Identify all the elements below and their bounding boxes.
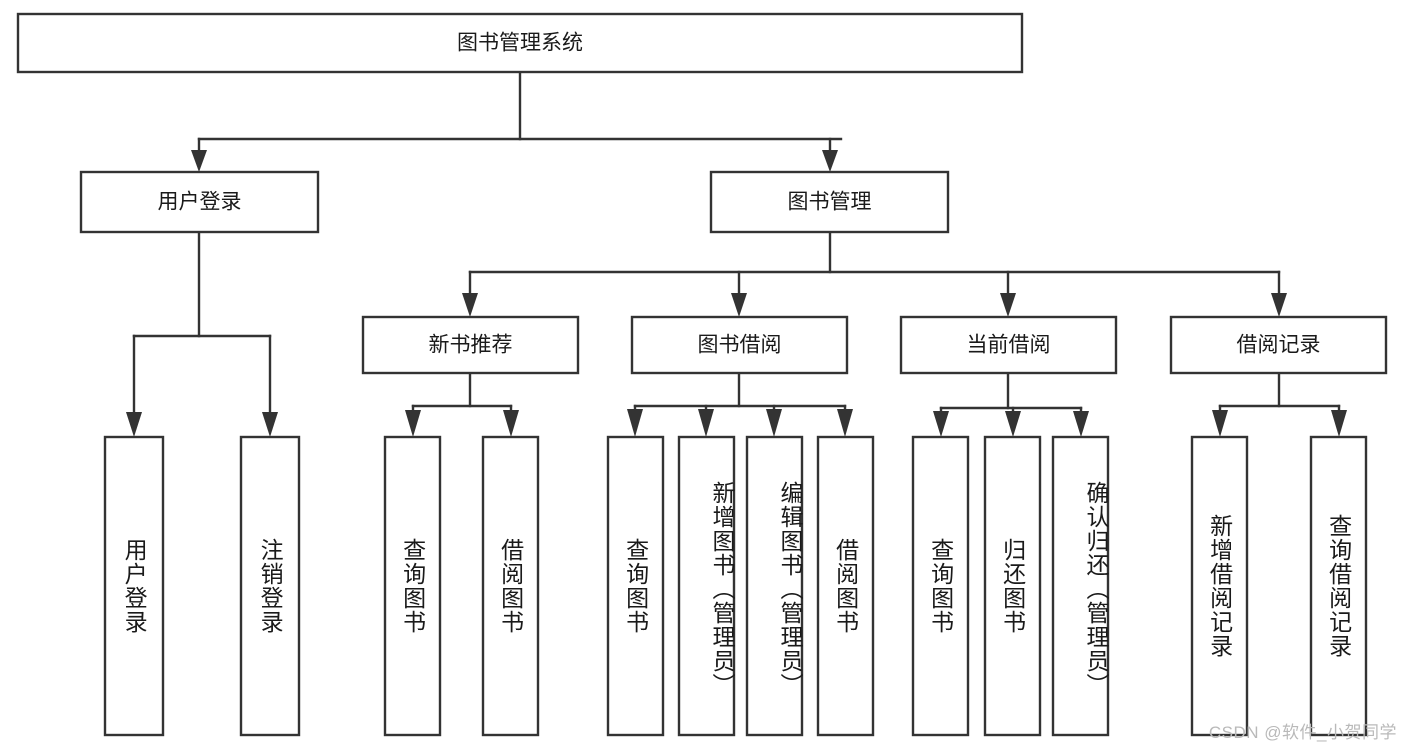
connector-group-book-borrow (627, 371, 853, 437)
node-new-book-recommend-label: 新书推荐 (429, 334, 513, 357)
leaf-boxes-group (103, 435, 1368, 737)
node-borrow-record[interactable]: 借阅记录 (1169, 315, 1388, 375)
leaf-query-book-rec-rect[interactable] (383, 435, 442, 737)
arrowhead-leaf-query-book-rec (405, 410, 421, 437)
arrowhead-book-borrow (731, 293, 747, 317)
node-new-book-recommend[interactable]: 新书推荐 (361, 315, 580, 375)
leaf-user-logout-rect[interactable] (239, 435, 301, 737)
arrowhead-current-borrow (1000, 293, 1016, 317)
arrowhead-leaf-borrow-book (837, 409, 853, 437)
leaf-confirm-return-rect[interactable] (1051, 435, 1110, 737)
arrowhead-user-login (191, 150, 207, 172)
node-borrow-record-label: 借阅记录 (1237, 334, 1321, 357)
arrowhead-leaf-add-borrow-record (1212, 410, 1228, 437)
node-user-login-label: 用户登录 (158, 191, 242, 214)
arrowhead-book-manage (822, 150, 838, 172)
arrowhead-leaf-query-book-borrow (627, 409, 643, 437)
connector-group-borrow-record (1212, 371, 1347, 437)
leaf-query-book-current-rect[interactable] (911, 435, 970, 737)
leaf-edit-book-rect[interactable] (745, 435, 804, 737)
node-current-borrow-rect[interactable] (899, 315, 1118, 375)
leaf-return-book-rect[interactable] (983, 435, 1042, 737)
node-book-manage-rect[interactable] (709, 170, 950, 234)
arrowhead-leaf-user-login (126, 412, 142, 437)
node-current-borrow-label: 当前借阅 (967, 334, 1051, 357)
node-root-rect[interactable] (16, 12, 1024, 74)
node-user-login[interactable]: 用户登录 (79, 170, 320, 234)
csdn-watermark: CSDN @软件_小贺同学 (1208, 723, 1397, 742)
connector-group-book-manage (462, 230, 1287, 317)
arrowhead-leaf-query-book-current (933, 411, 949, 437)
arrowhead-new-book-recommend (462, 293, 478, 317)
node-book-manage[interactable]: 图书管理 (709, 170, 950, 234)
leaf-add-borrow-record-rect[interactable] (1190, 435, 1249, 737)
node-user-login-rect[interactable] (79, 170, 320, 234)
node-book-borrow[interactable]: 图书借阅 (630, 315, 849, 375)
arrowhead-leaf-borrow-book-rec (503, 410, 519, 437)
arrowhead-borrow-record (1271, 293, 1287, 317)
leaf-user-login-rect[interactable] (103, 435, 165, 737)
connector-group-root (191, 70, 843, 172)
arrowhead-leaf-user-logout (262, 412, 278, 437)
node-book-manage-label: 图书管理 (788, 191, 872, 214)
node-current-borrow[interactable]: 当前借阅 (899, 315, 1118, 375)
connector-group-new-book-recommend (405, 371, 519, 437)
node-root-label: 图书管理系统 (457, 32, 583, 55)
leaf-query-borrow-record-rect[interactable] (1309, 435, 1368, 737)
leaf-borrow-book-rec-rect[interactable] (481, 435, 540, 737)
arrowhead-leaf-confirm-return (1073, 411, 1089, 437)
node-root[interactable]: 图书管理系统 (16, 12, 1024, 74)
arrowhead-leaf-return-book (1005, 411, 1021, 437)
connector-group-user-login (126, 230, 278, 437)
arrowhead-leaf-query-borrow-record (1331, 410, 1347, 437)
connector-group-current-borrow (933, 371, 1089, 437)
node-new-book-recommend-rect[interactable] (361, 315, 580, 375)
leaf-add-book-rect[interactable] (677, 435, 736, 737)
node-book-borrow-rect[interactable] (630, 315, 849, 375)
leaf-borrow-book-rect[interactable] (816, 435, 875, 737)
node-borrow-record-rect[interactable] (1169, 315, 1388, 375)
leaf-query-book-borrow-rect[interactable] (606, 435, 665, 737)
arrowhead-leaf-add-book (698, 409, 714, 437)
arrowhead-leaf-edit-book (766, 409, 782, 437)
node-book-borrow-label: 图书借阅 (698, 334, 782, 357)
